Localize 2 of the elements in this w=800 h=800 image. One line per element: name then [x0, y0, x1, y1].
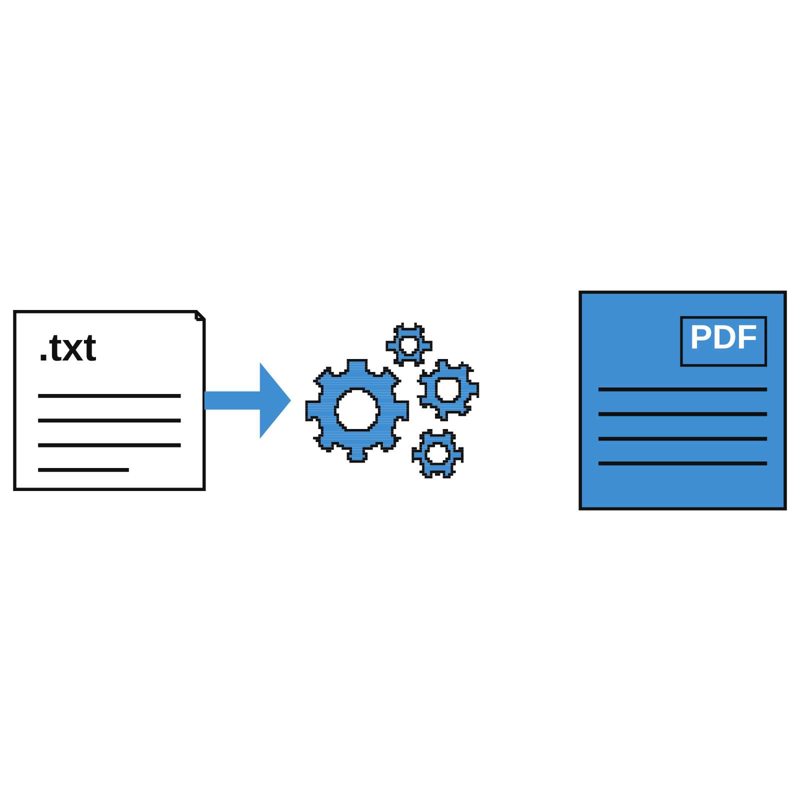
node-box: PDF — [578, 290, 787, 510]
arrow — [204, 362, 292, 438]
